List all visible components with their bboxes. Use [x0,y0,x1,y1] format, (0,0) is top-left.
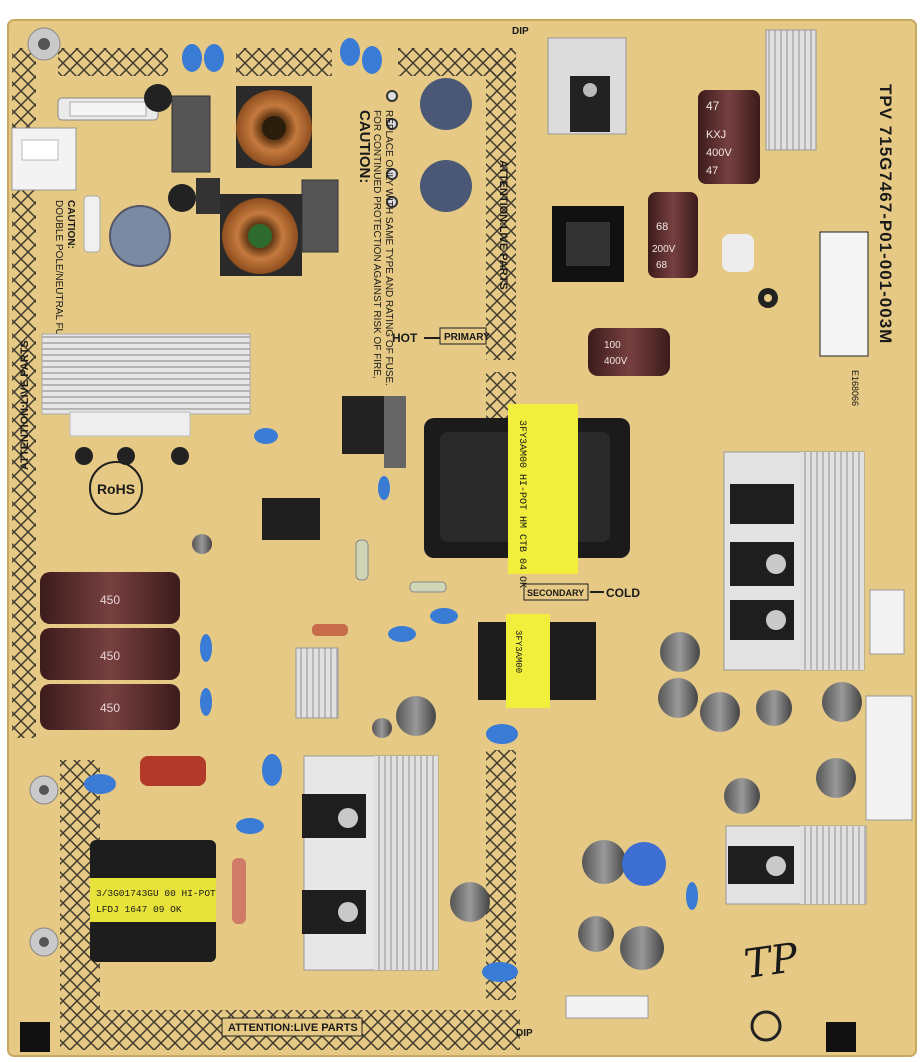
left-cap-2-value: 450 [100,649,120,663]
mounting-holes [20,27,856,1052]
output-connector-cn802 [865,695,913,821]
cold-label: COLD [606,586,640,600]
left-cap-3-value: 450 [100,701,120,715]
cap-47-brand: KXJ [706,129,726,141]
model-code: TPV 715G7467-P01-001-003M [876,84,895,344]
y-capacitors-top [182,38,382,74]
main-transformer-label: 3FY3AM00 HI-POT HM CTB 04 OK [516,420,527,588]
output-capacitors [192,534,862,970]
cap-47-voltage: 400V [706,147,732,159]
standby-transformer: 3FY3AM00 [478,614,596,708]
attention-live-parts-left: ATTENTION:LIVE PARTS [19,340,31,470]
cap-47-value-2: 47 [706,165,718,177]
electrolytic-capacitor-68uf: 68 200V 68 [648,192,698,278]
left-cap-1-value: 450 [100,593,120,607]
bottom-heatsink [302,755,439,971]
thermistor-1 [420,78,472,130]
certification-mark: E168066 [850,370,860,406]
cap-68-voltage: 200V [652,244,676,255]
standby-transformer-label: 3FY3AM00 [513,630,523,673]
fuse-caution-notice: CAUTION: FOR CONTINUED PROTECTION AGAINS… [356,110,394,386]
cap-47-value: 47 [706,99,720,113]
thermistor-2 [420,160,472,212]
secondary-rectifier-heatsink [723,451,865,671]
heatsink-bridge-rectifier [41,333,251,415]
output-connector-cn901 [565,995,649,1019]
cap-68-value: 68 [656,221,668,233]
fusing-caution-text: DOUBLE POLE/NEUTRAL FUSING [53,200,64,360]
dip-label-top: DIP [512,26,529,37]
output-connector-cn801 [869,589,905,655]
electrolytic-capacitor-100: 100 400V [588,328,670,376]
caution-line-1: FOR CONTINUED PROTECTION AGAINST RISK OF… [371,110,382,379]
common-mode-choke-1 [236,86,312,168]
hot-label: HOT [392,331,418,345]
electrolytic-capacitor-47uf: 47 KXJ 400V 47 [698,90,760,184]
cap-100-value: 100 [604,340,621,351]
rohs-text: RoHS [97,481,135,497]
secondary-label: SECONDARY [527,588,584,598]
left-transformer-label-2: LFDJ 1647 09 OK [96,904,182,915]
attention-live-parts-center: ATTENTION:LIVE PARTS [497,160,509,290]
standby-transformer-left: 3/3G01743GU 00 HI-POT LFDJ 1647 09 OK [90,840,216,962]
cap-68-value-2: 68 [656,260,668,271]
bulk-capacitors-left: 450 450 450 [40,572,180,730]
primary-label: PRIMARY [444,332,490,343]
left-transformer-label-1: 3/3G01743GU 00 HI-POT [96,888,216,899]
barcode-sticker [819,231,869,357]
common-mode-choke-2 [220,194,302,276]
handwritten-mark: TP [741,935,802,988]
secondary-rectifier-heatsink-2 [725,825,867,905]
rohs-mark: RoHS [89,461,143,515]
dip-label-bottom: DIP [516,1028,533,1039]
main-transformer: 3FY3AM00 HI-POT HM CTB 04 OK [424,404,630,588]
caution-title: CAUTION: [356,110,373,183]
caution-line-2: REPLACE ONLY WITH SAME TYPE AND RATING O… [383,110,394,386]
fusing-caution-title: CAUTION: [65,200,76,249]
cap-100-voltage: 400V [604,356,628,367]
fusing-caution: CAUTION: DOUBLE POLE/NEUTRAL FUSING [53,200,76,360]
attention-live-parts-bottom: ATTENTION:LIVE PARTS [228,1022,358,1034]
pfc-mosfet [342,396,384,454]
small-blue-capacitors [84,428,698,982]
